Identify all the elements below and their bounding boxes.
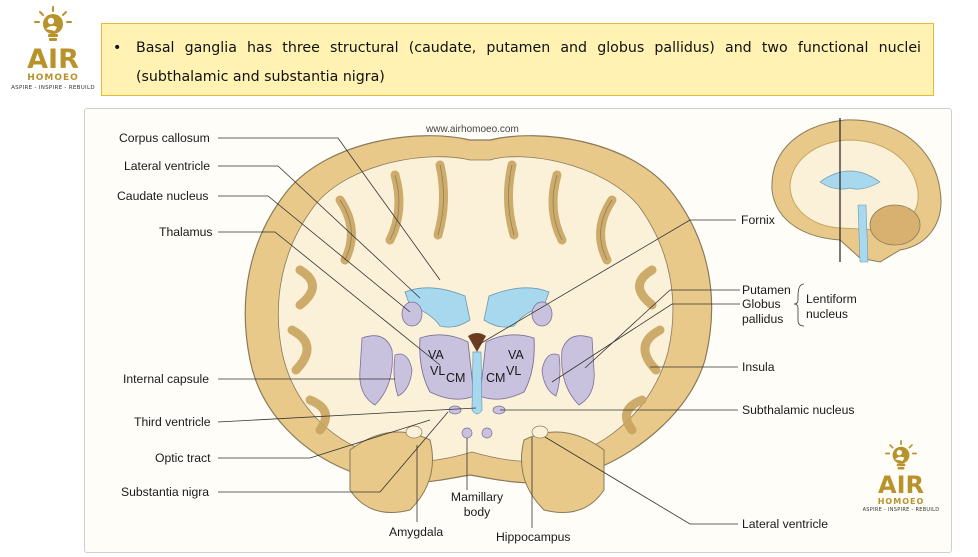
label-thalamus: Thalamus: [159, 225, 213, 239]
label-body: body: [463, 505, 491, 519]
brand-logo[interactable]: AIR HOMOEO ASPIRE - INSPIRE - REBUILD: [6, 6, 100, 92]
label-pallidus: pallidus: [742, 312, 784, 326]
label-subthalamic-nucleus: Subthalamic nucleus: [742, 403, 855, 417]
label-internal-capsule: Internal capsule: [123, 372, 210, 386]
nucleus-vl-right: VL: [506, 364, 522, 378]
label-hippocampus: Hippocampus: [496, 530, 571, 544]
summary-callout: • Basal ganglia has three structural (ca…: [101, 23, 934, 96]
label-caudate-nucleus: Caudate nucleus: [117, 189, 209, 203]
logo-tagline: ASPIRE - INSPIRE - REBUILD: [11, 85, 95, 91]
label-substantia-nigra: Substantia nigra: [121, 485, 210, 499]
brand-logo-bottom[interactable]: AIR HOMOEO ASPIRE - INSPIRE - REBUILD: [862, 440, 940, 513]
label-putamen: Putamen: [742, 283, 791, 297]
logo-subtitle: HOMOEO: [27, 73, 79, 83]
summary-text: Basal ganglia has three structural (caud…: [136, 40, 921, 85]
nucleus-va-right: VA: [508, 348, 524, 362]
logo-wordmark: AIR: [878, 471, 924, 499]
label-lentiform: Lentiform: [806, 292, 857, 306]
bulb-person-icon: [34, 6, 72, 41]
label-globus: Globus: [742, 297, 781, 311]
label-lateral-ventricle-right: Lateral ventricle: [742, 517, 829, 531]
bulb-person-icon: [884, 440, 917, 470]
logo-tagline: ASPIRE - INSPIRE - REBUILD: [862, 507, 940, 513]
logo-wordmark: AIR: [27, 44, 79, 75]
nucleus-vl-left: VL: [430, 364, 446, 378]
label-third-ventricle: Third ventricle: [134, 415, 211, 429]
label-amygdala: Amygdala: [389, 525, 444, 539]
label-corpus-callosum: Corpus callosum: [119, 131, 210, 145]
logo-subtitle: HOMOEO: [877, 497, 925, 506]
label-mamillary: Mamillary: [450, 490, 504, 504]
nucleus-cm-right: CM: [486, 371, 506, 385]
brain-coronal-figure: [84, 108, 952, 553]
nucleus-va-left: VA: [428, 348, 444, 362]
label-insula: Insula: [742, 360, 775, 374]
label-optic-tract: Optic tract: [155, 451, 211, 465]
label-lateral-ventricle-left: Lateral ventricle: [124, 159, 211, 173]
label-fornix: Fornix: [741, 213, 775, 227]
nucleus-cm-left: CM: [446, 371, 466, 385]
label-nucleus: nucleus: [806, 307, 849, 321]
bullet-marker: •: [113, 40, 122, 56]
figure-watermark: www.airhomoeo.com: [426, 124, 519, 135]
